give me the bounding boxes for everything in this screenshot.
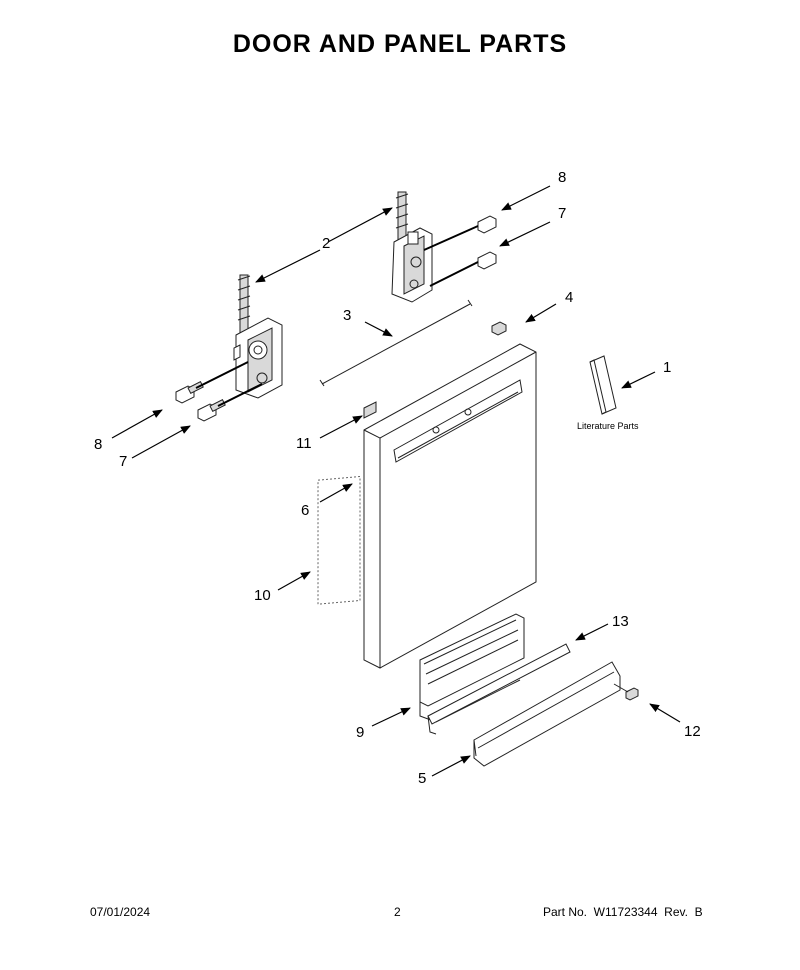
footer-page-number: 2 <box>394 905 401 919</box>
callout-6: 6 <box>301 502 309 519</box>
insulation <box>317 475 361 605</box>
hinge-left <box>233 274 283 399</box>
callout-10: 10 <box>254 587 271 604</box>
callout-1: 1 <box>663 359 671 376</box>
door-panel <box>363 343 537 669</box>
callout-9: 9 <box>356 724 364 741</box>
callout-7-right: 7 <box>558 205 566 222</box>
callout-4: 4 <box>565 289 573 306</box>
callout-7-left: 7 <box>119 453 127 470</box>
callout-8-left: 8 <box>94 436 102 453</box>
kickplate-screw <box>613 683 639 701</box>
callout-2: 2 <box>322 235 330 252</box>
kickplate <box>473 661 621 767</box>
callout-13: 13 <box>612 613 629 630</box>
callout-12: 12 <box>684 723 701 740</box>
literature-pack <box>589 355 617 415</box>
callout-arrows <box>111 185 681 777</box>
hinge-bolts <box>175 215 497 422</box>
footer-date: 07/01/2024 <box>90 905 151 919</box>
callout-8-right: 8 <box>558 169 566 186</box>
page-title: DOOR AND PANEL PARTS <box>232 30 568 58</box>
hinge-right <box>391 191 433 303</box>
callout-5: 5 <box>418 770 426 787</box>
door-clip <box>491 321 507 336</box>
trim-strip <box>427 643 571 735</box>
literature-parts-label: Literature Parts <box>577 421 639 431</box>
footer-part-number: Part No. W11723344 Rev. B <box>543 905 703 919</box>
callout-3: 3 <box>343 307 351 324</box>
vent-clip <box>363 401 377 419</box>
door-cable <box>319 299 473 387</box>
callout-11: 11 <box>296 435 312 452</box>
